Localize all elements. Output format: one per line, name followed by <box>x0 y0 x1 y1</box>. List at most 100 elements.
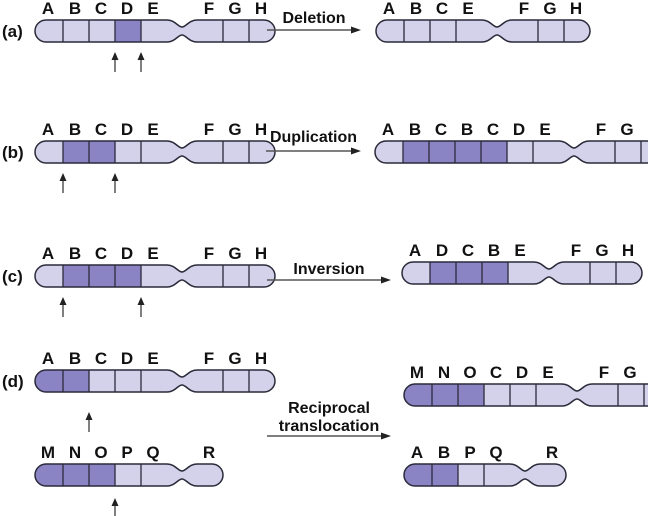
gene-label-g: G <box>595 241 608 260</box>
breakpoint-arrow <box>137 52 145 72</box>
gene-label-d: D <box>516 363 528 382</box>
gene-label-b: B <box>69 120 81 139</box>
operation-label: Duplication <box>270 129 357 146</box>
gene-label-b: B <box>438 443 450 462</box>
gene-label-o: O <box>463 363 476 382</box>
chromosome-outline <box>401 261 643 285</box>
operation-label: Reciprocal <box>288 400 370 417</box>
gene-label-b: B <box>410 0 422 18</box>
chromosome-outline <box>403 463 567 487</box>
segment-highlighted-c <box>89 141 115 163</box>
gene-label-q: Q <box>146 443 159 462</box>
gene-label-b: B <box>69 349 81 368</box>
operation-arrow: Inversion <box>267 261 391 284</box>
panel-label: (d) <box>2 372 24 391</box>
gene-label-e: E <box>147 120 158 139</box>
gene-label-h: H <box>570 0 582 18</box>
segment-highlighted-m <box>404 384 432 406</box>
gene-label-a: A <box>42 244 54 263</box>
gene-label-p: P <box>121 443 132 462</box>
gene-label-g: G <box>228 244 241 263</box>
gene-label-m: M <box>410 363 424 382</box>
breakpoint-arrow <box>111 52 119 72</box>
gene-label-d: D <box>121 120 133 139</box>
gene-label-n: N <box>438 363 450 382</box>
chromosome-body <box>376 20 590 42</box>
chromosome-outline <box>403 383 648 407</box>
segment-highlighted-m <box>35 464 63 486</box>
chromosome-outline <box>374 140 648 164</box>
gene-label-a: A <box>42 120 54 139</box>
gene-label-c: C <box>436 0 448 18</box>
gene-label-a: A <box>382 120 394 139</box>
panel-label: (b) <box>2 143 24 162</box>
gene-label-e: E <box>462 0 473 18</box>
gene-label-a: A <box>42 349 54 368</box>
chromosome-outline <box>34 264 276 288</box>
breakpoint-arrow <box>85 412 93 432</box>
chromosome-outline <box>34 463 224 487</box>
segment-highlighted-d <box>430 262 456 284</box>
segment-highlighted-c <box>456 262 482 284</box>
chromosome-b-result: ABCBCDEFGH <box>374 120 648 164</box>
segment-highlighted-o <box>89 464 115 486</box>
gene-label-f: F <box>571 241 581 260</box>
gene-label-a: A <box>383 0 395 18</box>
gene-label-a: A <box>42 0 54 18</box>
gene-label-g: G <box>620 120 633 139</box>
panel-label: (c) <box>2 267 23 286</box>
breakpoint-arrow <box>111 498 119 516</box>
gene-label-b: B <box>461 120 473 139</box>
chromosome-body <box>35 370 275 392</box>
segment-highlighted-a <box>404 464 432 486</box>
chromosome-outline <box>375 19 591 43</box>
gene-label-m: M <box>41 443 55 462</box>
gene-label-d: D <box>121 244 133 263</box>
gene-label-h: H <box>255 349 267 368</box>
gene-label-e: E <box>542 363 553 382</box>
gene-label-b: B <box>409 120 421 139</box>
gene-label-d: D <box>513 120 525 139</box>
gene-label-a: A <box>409 241 421 260</box>
gene-label-f: F <box>204 120 214 139</box>
segment-highlighted-b <box>455 141 481 163</box>
gene-label-n: N <box>69 443 81 462</box>
segment-highlighted-b <box>63 141 89 163</box>
operation-arrow: Deletion <box>267 10 361 34</box>
segment-highlighted-n <box>63 464 89 486</box>
gene-label-a: A <box>411 443 423 462</box>
gene-label-h: H <box>255 244 267 263</box>
gene-label-f: F <box>519 0 529 18</box>
breakpoint-arrow <box>137 297 145 317</box>
gene-label-h: H <box>255 0 267 18</box>
gene-label-c: C <box>95 120 107 139</box>
gene-label-r: R <box>546 443 558 462</box>
gene-label-c: C <box>462 241 474 260</box>
operation-arrow: Duplication <box>266 129 361 155</box>
gene-label-f: F <box>204 244 214 263</box>
gene-label-e: E <box>147 244 158 263</box>
gene-label-e: E <box>514 241 525 260</box>
segment-highlighted-n <box>432 384 458 406</box>
chromosome-outline <box>34 19 276 43</box>
chromosome-d-result-1: MNOCDEFGH <box>403 363 648 407</box>
gene-label-d: D <box>121 349 133 368</box>
gene-label-c: C <box>95 244 107 263</box>
gene-label-c: C <box>487 120 499 139</box>
segment-highlighted-b <box>482 262 508 284</box>
breakpoint-arrow <box>111 173 119 193</box>
segment-highlighted-b <box>63 265 89 287</box>
gene-label-f: F <box>204 349 214 368</box>
segment-highlighted-d <box>115 20 141 42</box>
gene-label-r: R <box>203 443 215 462</box>
operation-label: Deletion <box>282 10 345 27</box>
gene-label-o: O <box>94 443 107 462</box>
gene-label-e: E <box>147 349 158 368</box>
gene-label-g: G <box>543 0 556 18</box>
breakpoint-arrow <box>59 297 67 317</box>
